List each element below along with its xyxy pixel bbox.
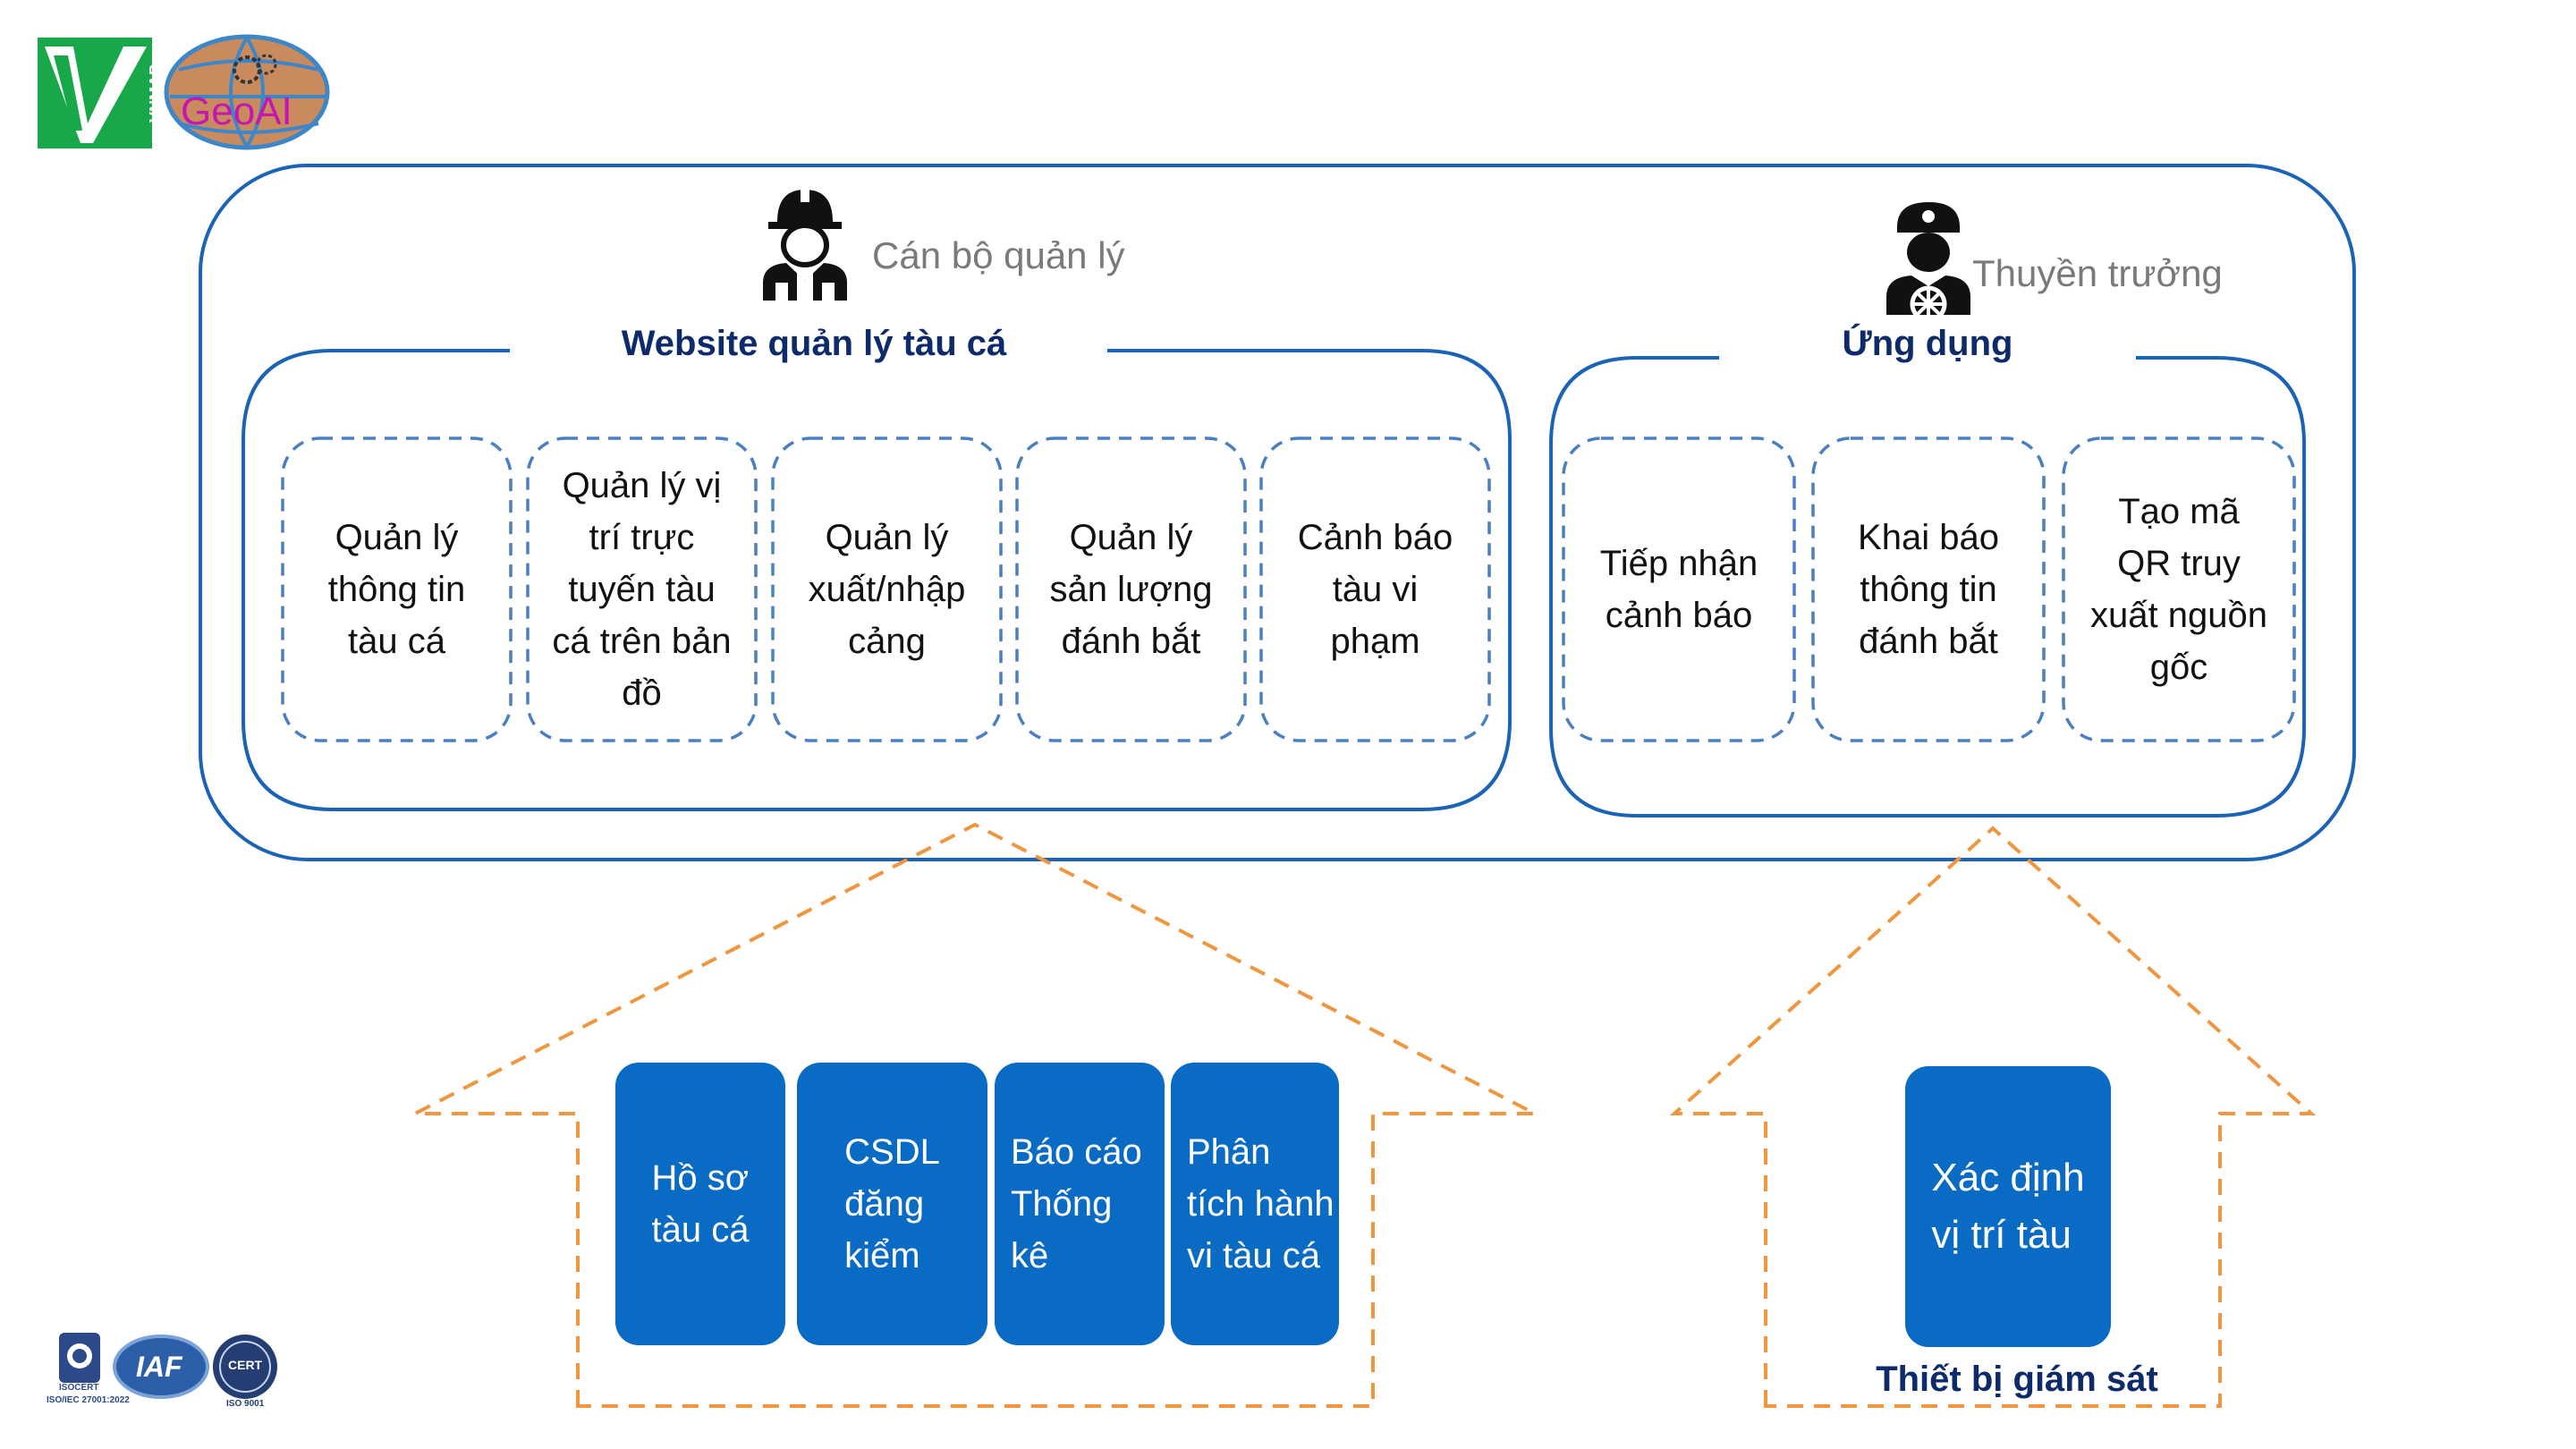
- worker-helmet-icon: [756, 182, 854, 301]
- module-box-outline: [771, 436, 1003, 742]
- cert-iaf-text: IAF: [136, 1351, 182, 1383]
- data-block-label: Hồ sơ tàu cá: [651, 1158, 750, 1250]
- device-block-locate-vessel: Xác định vị trí tàu: [1905, 1066, 2111, 1347]
- module-label: Khai báo thông tin đánh bắt: [1858, 518, 1999, 661]
- module-box-outline: [1259, 436, 1491, 742]
- cert-iso27001-text: ISO/IEC 27001:2022: [47, 1395, 130, 1405]
- vnmap-logo: VNMAP: [38, 38, 165, 148]
- website-frame: [242, 349, 1512, 811]
- app-frame: [1549, 356, 2306, 818]
- module-vessel-info: Quản lý thông tin tàu cá: [283, 438, 511, 741]
- house-arrow-left: [414, 822, 1536, 1408]
- data-block-vessel-records: Hồ sơ tàu cá: [615, 1063, 785, 1345]
- captain-role-label: Thuyền trưởng: [1972, 252, 2223, 294]
- cert-iso9001-text: ISO 9001: [226, 1399, 265, 1409]
- module-box-outline: [1015, 436, 1247, 742]
- manager-role-label: Cán bộ quản lý: [872, 234, 1125, 276]
- module-box-outline: [2062, 436, 2296, 742]
- module-label: Tiếp nhận cảnh báo: [1599, 544, 1758, 635]
- module-box-outline: [526, 436, 758, 742]
- data-block-label: CSDL đăng kiểm: [844, 1132, 940, 1275]
- module-online-position: Quản lý vị trí trực tuyến tàu cá trên bả…: [528, 438, 756, 741]
- geoai-logo: GeoAI: [161, 34, 333, 150]
- app-module-qr-traceability: Tạo mã QR truy xuất nguồn gốc: [2063, 438, 2294, 741]
- module-violation-warning: Cảnh báo tàu vi phạm: [1261, 438, 1489, 741]
- module-label: Quản lý thông tin tàu cá: [327, 518, 466, 661]
- app-module-receive-warning: Tiếp nhận cảnh báo: [1563, 438, 1794, 741]
- app-title: Ứng dụng: [1842, 324, 2013, 363]
- certification-logos: ISOCERT ISO/IEC 27001:2022 IAF CERT ISO …: [47, 1329, 288, 1410]
- cert-isocert-text: ISOCERT: [59, 1383, 99, 1393]
- data-block-statistics-report: Báo cáo Thống kê: [995, 1063, 1165, 1345]
- module-box-outline: [281, 436, 513, 742]
- module-label: Cảnh báo tàu vi phạm: [1297, 518, 1453, 661]
- data-block-label: Báo cáo Thống kê: [1011, 1132, 1142, 1275]
- module-box-outline: [1811, 436, 2046, 742]
- cert-cert-text: CERT: [228, 1358, 263, 1372]
- house-arrow-right: [1669, 826, 2317, 1408]
- geoai-logo-text: GeoAI: [181, 89, 292, 133]
- outer-container: [199, 164, 2356, 861]
- website-title: Website quản lý tàu cá: [621, 324, 1007, 363]
- data-block-label: Phân tích hành vi tàu cá: [1187, 1132, 1335, 1275]
- app-module-catch-declaration: Khai báo thông tin đánh bắt: [1813, 438, 2044, 741]
- module-catch-output: Quản lý sản lượng đánh bắt: [1017, 438, 1245, 741]
- module-label: Quản lý xuất/nhập cảng: [808, 518, 966, 661]
- device-block-label: Xác định vị trí tàu: [1931, 1156, 2085, 1257]
- captain-icon: [1883, 197, 1974, 323]
- module-box-outline: [1562, 436, 1796, 742]
- module-label: Tạo mã QR truy xuất nguồn gốc: [2090, 492, 2267, 687]
- module-port-in-out: Quản lý xuất/nhập cảng: [773, 438, 1001, 741]
- module-label: Quản lý sản lượng đánh bắt: [1049, 518, 1213, 661]
- data-block-registry-db: CSDL đăng kiểm: [797, 1063, 987, 1345]
- module-label: Quản lý vị trí trực tuyến tàu cá trên bả…: [552, 466, 732, 713]
- data-block-behavior-analysis: Phân tích hành vi tàu cá: [1171, 1063, 1339, 1345]
- device-label: Thiết bị giám sát: [1876, 1360, 2158, 1399]
